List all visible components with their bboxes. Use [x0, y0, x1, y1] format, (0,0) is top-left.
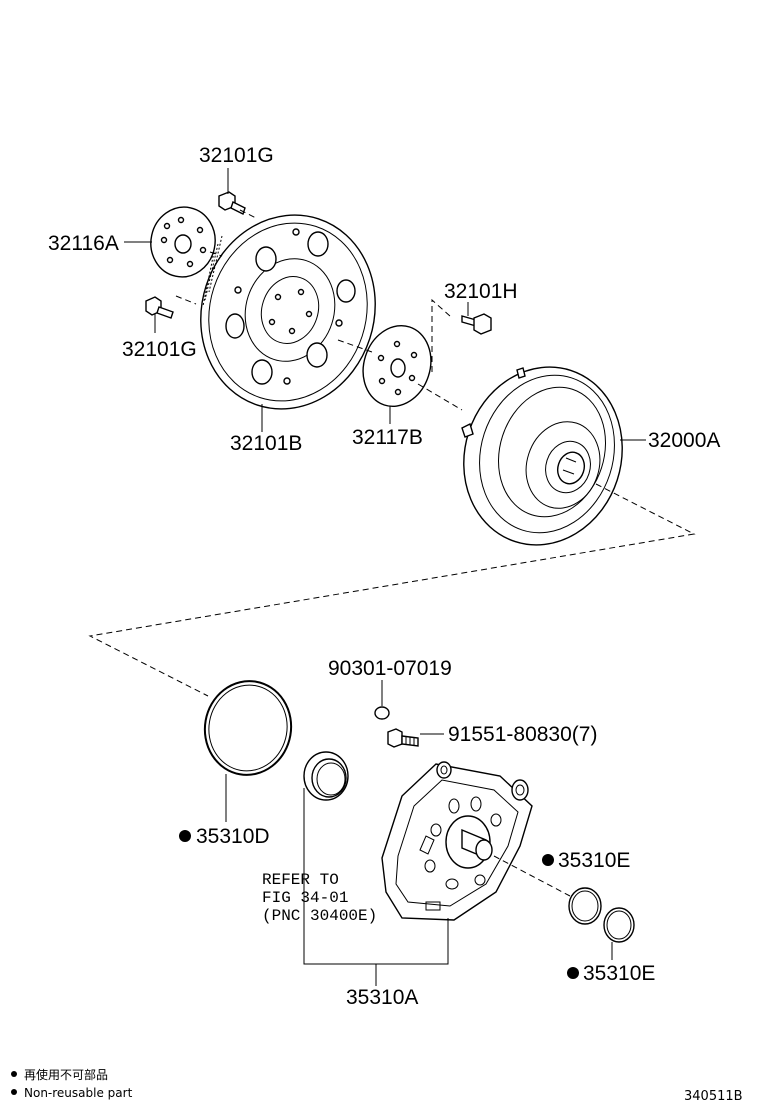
bolt-32101H [461, 313, 492, 335]
oil-seal [303, 751, 349, 801]
transfer-dashed-line [88, 483, 696, 697]
non-reusable-marker-35310E-bottom [567, 967, 579, 979]
callout-32101B: 32101B [230, 432, 302, 455]
callout-32101H: 32101H [444, 280, 518, 303]
seal-ring-35310E-lower [603, 907, 635, 943]
refer-note-line3: (PNC 30400E) [262, 907, 377, 925]
callout-91551-80830: 91551-80830(7) [448, 723, 597, 746]
centerline-upper-5 [431, 298, 451, 372]
centerline-upper-4 [417, 383, 463, 411]
drive-plate-32101B [200, 214, 376, 410]
callout-32117B: 32117B [352, 426, 423, 449]
bolt-32101G-left [145, 296, 174, 319]
callout-90301-07019: 90301-07019 [328, 657, 452, 680]
non-reusable-marker-35310E-top [542, 854, 554, 866]
callout-35310A: 35310A [346, 986, 418, 1009]
seal-ring-35310E-upper [568, 887, 602, 925]
o-ring-90301-07019 [374, 706, 390, 720]
centerline-upper-6 [209, 251, 223, 257]
non-reusable-marker-35310D [179, 830, 191, 842]
oil-pump-body-35310A [381, 761, 533, 921]
legend-marker-1 [11, 1071, 17, 1077]
legend-english: Non-reusable part [24, 1086, 133, 1100]
refer-note-line2: FIG 34-01 [262, 889, 348, 907]
o-ring-35310D [203, 680, 293, 776]
callout-32116A: 32116A [48, 232, 119, 255]
callout-35310D: 35310D [196, 825, 270, 848]
centerline-upper-3 [337, 339, 373, 353]
spacer-plate-32116A [150, 206, 216, 278]
legend-marker-2 [11, 1089, 17, 1095]
callout-32101G-top: 32101G [199, 144, 274, 167]
callout-32000A: 32000A [648, 429, 720, 452]
centerline-lower [493, 855, 571, 897]
leader-35310A [303, 788, 449, 986]
callout-35310E-bottom: 35310E [583, 962, 655, 985]
callout-35310E-top: 35310E [558, 849, 630, 872]
document-id: 340511B [684, 1089, 743, 1104]
refer-note-line1: REFER TO [262, 871, 339, 889]
plate-32117B [362, 324, 432, 408]
centerline-upper-2 [239, 209, 257, 219]
bolt-91551-80830 [387, 728, 419, 748]
centerline-upper-1 [175, 295, 197, 305]
callout-32101G-left: 32101G [122, 338, 197, 361]
legend-japanese: 再使用不可部品 [24, 1067, 108, 1082]
torque-converter-32000A [461, 366, 623, 546]
